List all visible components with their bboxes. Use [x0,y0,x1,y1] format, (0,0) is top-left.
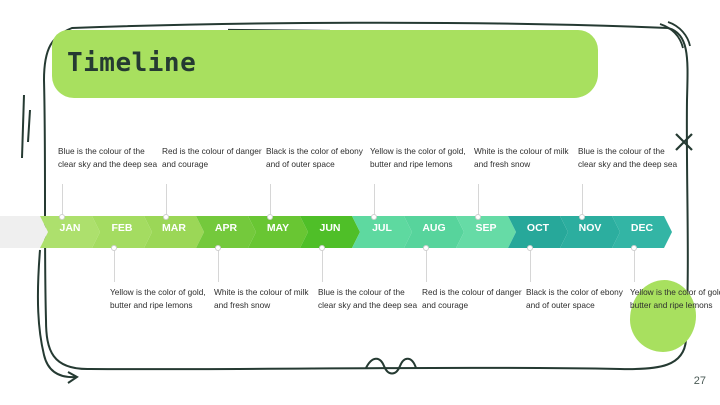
timeline-note-oct: Black is the color of ebony and of outer… [526,287,623,310]
timeline-segment-jul [352,216,412,248]
connector-dot [59,214,65,220]
page-number: 27 [693,375,706,387]
connector-line [374,184,375,218]
connector-line [582,184,583,218]
connector-line [270,184,271,218]
month-label-apr: APR [214,222,238,234]
timeline-note-mar: Red is the colour of danger and courage [162,146,262,169]
connector-line [426,248,427,282]
month-label-jan: JAN [59,222,81,234]
connector-line [166,184,167,218]
timeline-note-sep: White is the colour of milk and fresh sn… [474,146,569,169]
connector-line [634,248,635,282]
connector-line [62,184,63,218]
timeline-segment-oct [508,216,568,248]
decorative-blob [630,280,696,352]
timeline-note-may: Black is the color of ebony and of outer… [266,146,363,169]
month-label-sep: SEP [475,222,497,234]
connector-dot [423,245,429,251]
timeline-segment-dec [612,216,672,248]
connector-dot [475,214,481,220]
timeline-note-jun: Blue is the colour of the clear sky and … [318,287,418,310]
connector-line [322,248,323,282]
timeline-segment-aug [404,216,464,248]
timeline-note-aug: Red is the colour of danger and courage [422,287,522,310]
month-label-aug: AUG [422,222,446,234]
timeline-note-dec: Yellow is the color of gold, butter and … [630,287,720,310]
timeline-note-jul: Yellow is the color of gold, butter and … [370,146,466,169]
timeline-segment-jan [40,216,100,248]
timeline-segment-sep [456,216,516,248]
connector-dot [267,214,273,220]
month-label-oct: OCT [526,222,550,234]
month-label-mar: MAR [162,222,186,234]
timeline-segment-nov [560,216,620,248]
timeline-segment-jun [300,216,360,248]
connector-line [114,248,115,282]
connector-dot [631,245,637,251]
timeline-note-nov: Blue is the colour of the clear sky and … [578,146,678,169]
timeline-start-segment [0,216,48,248]
timeline-note-jan: Blue is the colour of the clear sky and … [58,146,158,169]
timeline-segment-mar [144,216,204,248]
connector-dot [527,245,533,251]
timeline-segment-may [248,216,308,248]
month-label-dec: DEC [630,222,654,234]
connector-line [478,184,479,218]
timeline-segment-apr [196,216,256,248]
connector-dot [111,245,117,251]
month-label-feb: FEB [111,222,133,234]
timeline-segment-feb [92,216,152,248]
month-label-may: MAY [266,222,290,234]
timeline-track [0,216,672,248]
title-banner [52,30,598,98]
page-title: Timeline [67,48,197,78]
connector-line [218,248,219,282]
connector-line [530,248,531,282]
connector-dot [579,214,585,220]
connector-dot [163,214,169,220]
connector-dot [371,214,377,220]
timeline-note-feb: Yellow is the color of gold, butter and … [110,287,206,310]
month-label-jun: JUN [319,222,341,234]
month-label-jul: JUL [372,222,392,234]
connector-dot [215,245,221,251]
month-label-nov: NOV [578,222,602,234]
connector-dot [319,245,325,251]
timeline-note-apr: White is the colour of milk and fresh sn… [214,287,309,310]
